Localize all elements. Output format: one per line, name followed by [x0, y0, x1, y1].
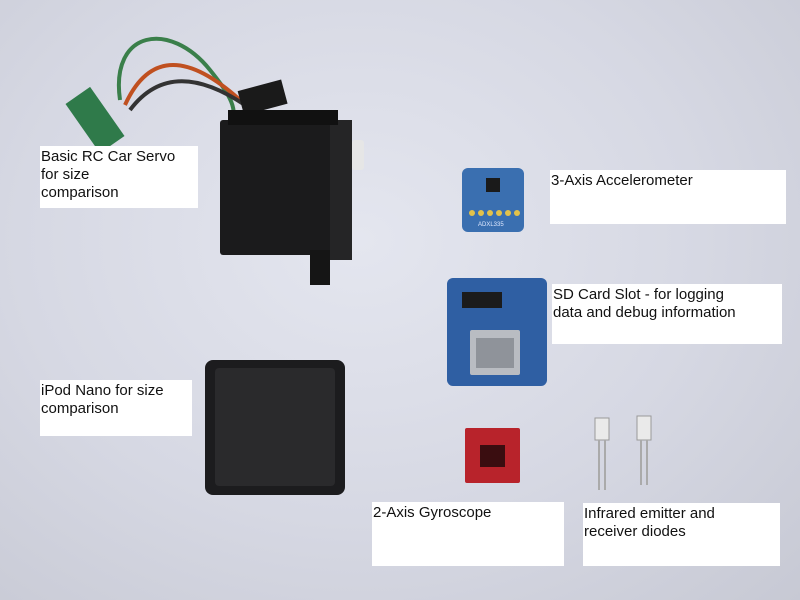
accelerometer-chip-label: ADXL335	[478, 222, 504, 228]
ir-diodes	[594, 415, 652, 490]
sd-card-board	[447, 278, 547, 386]
servo	[220, 110, 364, 285]
ipod-nano	[205, 360, 345, 495]
label-ir-diodes: Infrared emitter and receiver diodes	[583, 503, 780, 566]
label-ipod: iPod Nano for size comparison	[40, 380, 192, 436]
label-sd-card: SD Card Slot - for logging data and debu…	[552, 284, 782, 344]
label-servo: Basic RC Car Servo for size comparison	[40, 146, 198, 208]
label-gyroscope: 2-Axis Gyroscope	[372, 502, 564, 566]
label-accelerometer: 3-Axis Accelerometer	[550, 170, 786, 224]
accelerometer-board: ADXL335	[462, 168, 524, 232]
gyroscope-board	[465, 428, 520, 483]
servo-cable	[65, 36, 288, 154]
